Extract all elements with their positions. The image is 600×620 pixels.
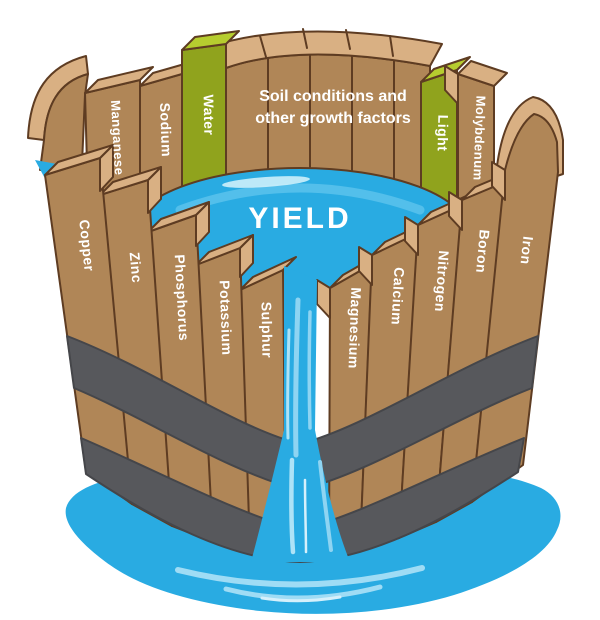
stave-light-label: Light xyxy=(435,115,452,152)
back-panel-text-line2: other growth factors xyxy=(255,110,411,127)
stave-copper-label: Copper xyxy=(76,219,97,272)
stave-water-label: Water xyxy=(201,94,218,135)
barrel-hoop-lower xyxy=(80,437,525,563)
stave-phosphorus-label: Phosphorus xyxy=(172,254,193,341)
stave-water xyxy=(181,30,240,191)
back-panel-text-line1: Soil conditions and xyxy=(259,88,407,105)
waterfall xyxy=(251,266,350,562)
stave-sulphur-label: Sulphur xyxy=(259,302,276,359)
stave-calcium-label: Calcium xyxy=(388,267,407,326)
stave-magnesium-label: Magnesium xyxy=(346,287,365,369)
yield-label: YIELD xyxy=(248,202,351,235)
stave-potassium-label: Potassium xyxy=(217,280,236,356)
stave-nitrogen-label: Nitrogen xyxy=(432,250,452,313)
stave-manganese-label: Manganese xyxy=(108,100,127,176)
stave-boron-label: Boron xyxy=(473,229,493,274)
pool-glint xyxy=(222,176,310,188)
stave-phosphorus xyxy=(147,201,214,543)
stave-iron-label: Iron xyxy=(518,236,537,266)
stave-sodium-label: Sodium xyxy=(157,102,175,157)
puddle-ripples xyxy=(175,565,425,603)
stave-labels: Manganese Sodium Water Light Molybdenum … xyxy=(76,94,536,369)
stave-zinc-label: Zinc xyxy=(127,252,146,284)
stave-molybdenum-label: Molybdenum xyxy=(471,95,489,181)
left-rim-front-face xyxy=(39,73,89,171)
